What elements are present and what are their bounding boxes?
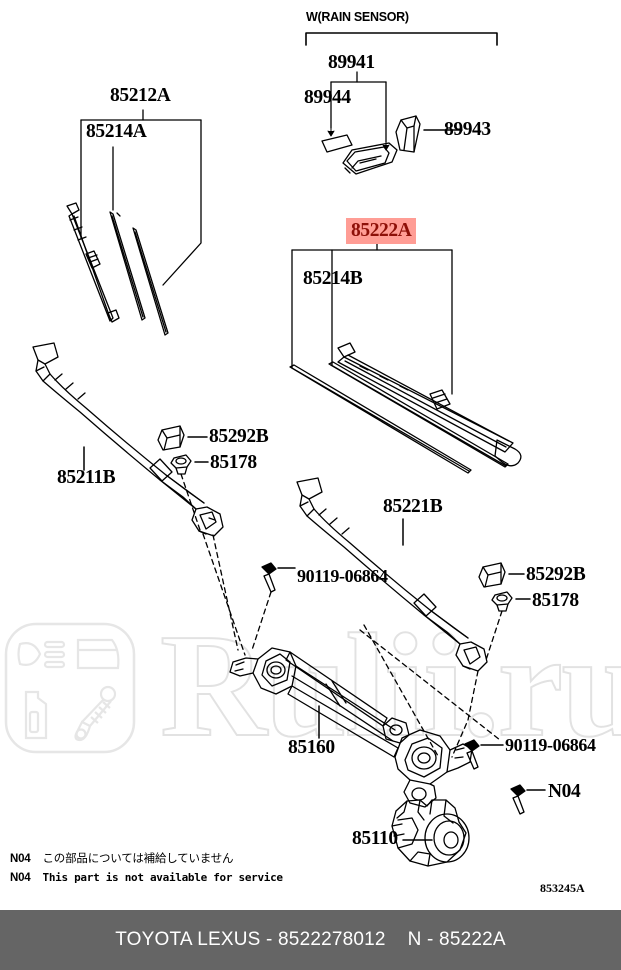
part-85222A-blade [337, 342, 522, 467]
footer-suffix-code: 85222A [439, 929, 506, 950]
part-85110-motor [391, 799, 470, 867]
callout-85160[interactable]: 85160 [288, 737, 335, 758]
part-85214B-refill-1 [328, 361, 509, 468]
callout-85214B[interactable]: 85214B [303, 268, 363, 289]
part-85214A-refill-2 [132, 227, 169, 336]
callout-89941[interactable]: 89941 [328, 52, 375, 73]
bracket-85222A [291, 233, 453, 395]
group-header-rain-sensor: W(RAIN SENSOR) [306, 10, 409, 24]
callout-85212A[interactable]: 85212A [110, 85, 171, 106]
callout-85110[interactable]: 85110 [352, 828, 398, 849]
callout-85178-left[interactable]: 85178 [210, 452, 257, 473]
footer-suffix-prefix: N [407, 929, 422, 950]
part-85212A-blade [66, 202, 120, 323]
part-N04-bolt [510, 784, 526, 815]
part-85178-right [491, 591, 513, 612]
part-89941-body [342, 141, 398, 175]
bracket-89941 [330, 71, 387, 143]
note-japanese-text: この部品については補給していません [42, 851, 234, 865]
part-90119-bolt-left [261, 562, 277, 593]
callout-90119-left[interactable]: 90119-06864 [297, 566, 388, 586]
callout-85178-right[interactable]: 85178 [532, 590, 579, 611]
note-japanese: N04 この部品については補給していません [10, 850, 234, 866]
part-85214B-refill-2 [289, 364, 472, 474]
footer-brand: TOYOTA LEXUS [115, 929, 261, 950]
footer-bar: TOYOTA LEXUS - 8522278012 N - 85222A [0, 910, 621, 970]
group-bracket-rain-sensor [305, 32, 498, 46]
part-85221B-arm [296, 477, 488, 672]
callout-89944[interactable]: 89944 [304, 87, 351, 108]
part-85178-left [170, 454, 192, 475]
part-85160-linkage [229, 647, 473, 808]
part-85211B-arm [32, 342, 224, 537]
part-85292B-right [478, 562, 506, 588]
note-english: N04 This part is not available for servi… [10, 871, 283, 884]
note-japanese-code: N04 [10, 853, 31, 865]
part-85292B-left [157, 425, 185, 451]
exploded-parts-drawing [32, 32, 546, 867]
part-89944 [321, 127, 353, 153]
diagram-id-code: 853245A [540, 881, 585, 895]
callout-85211B[interactable]: 85211B [57, 467, 116, 488]
assembly-dash-left [180, 473, 246, 656]
callout-85222A-highlight-text: 85222A [346, 218, 417, 244]
note-english-code: N04 [10, 872, 31, 884]
callout-N04[interactable]: N04 [548, 781, 581, 802]
part-89943 [395, 115, 421, 153]
callout-89943[interactable]: 89943 [444, 119, 491, 140]
footer-suffix-separator: - [421, 929, 440, 950]
callout-85292B-left[interactable]: 85292B [209, 426, 269, 447]
footer-separator: - [260, 929, 279, 950]
callout-85222A-highlighted[interactable]: 85222A [346, 218, 417, 244]
footer-part-number: 8522278012 [278, 929, 386, 950]
callout-85221B[interactable]: 85221B [383, 496, 443, 517]
footer-part-label: TOYOTA LEXUS - 8522278012 N - 85222A [0, 910, 621, 970]
note-english-text: This part is not available for service [42, 871, 284, 884]
part-90119-bolt-upper [464, 739, 480, 770]
part-85214A-refill [109, 211, 146, 321]
callout-90119-right[interactable]: 90119-06864 [505, 735, 596, 755]
assembly-dash-90119-left [251, 591, 272, 651]
callout-85292B-right[interactable]: 85292B [526, 564, 586, 585]
assembly-dash-right [359, 610, 503, 758]
bracket-85212A [80, 109, 202, 286]
footer-spacer [386, 929, 408, 951]
callout-85214A[interactable]: 85214A [86, 121, 147, 142]
